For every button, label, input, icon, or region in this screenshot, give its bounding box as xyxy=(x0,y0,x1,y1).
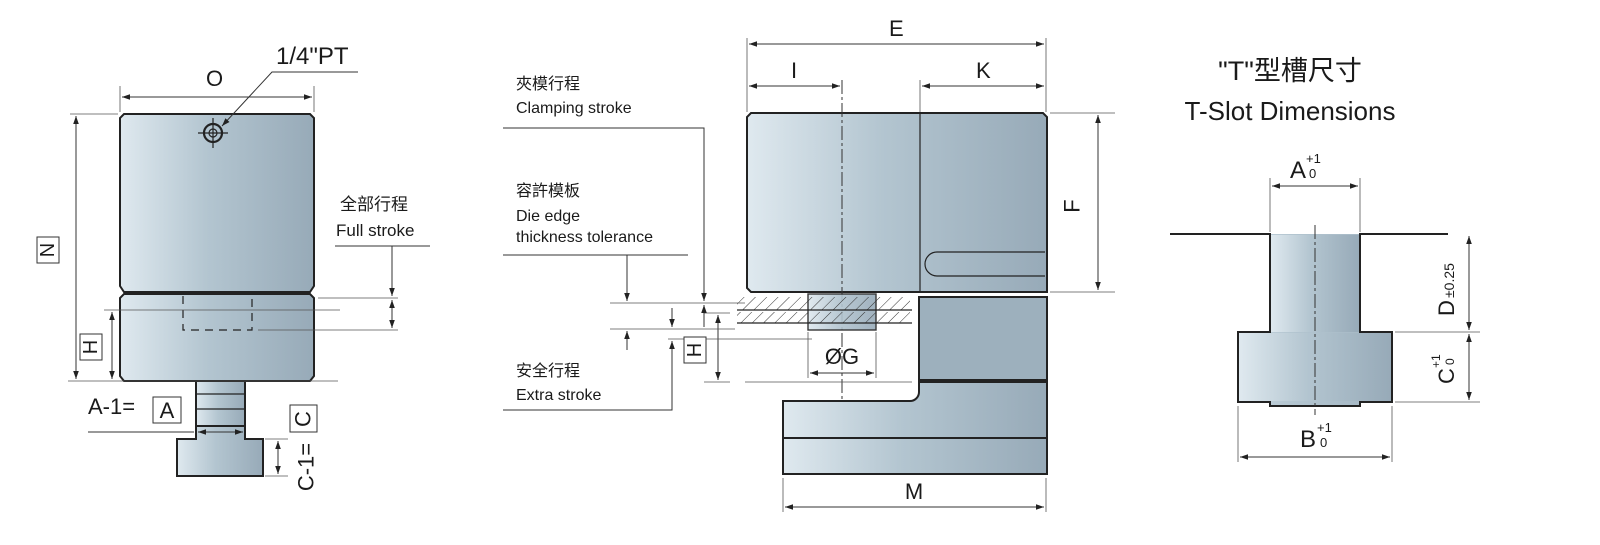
dim-e-label: E xyxy=(889,16,904,41)
extra-stroke-en: Extra stroke xyxy=(516,387,601,404)
dim-i-label: I xyxy=(791,58,797,83)
clamp-side-body xyxy=(746,112,1048,293)
dim-n-box: N xyxy=(36,236,60,264)
hidden-piston-outline xyxy=(182,296,253,331)
middle-side-view xyxy=(503,38,1115,512)
left-front-view xyxy=(68,71,430,477)
dim-f-label: F xyxy=(1060,199,1085,212)
t-bolt-head xyxy=(176,425,264,477)
dim-h-box-left: H xyxy=(79,333,103,361)
dim-a1-prefix: A-1= xyxy=(88,394,135,419)
clamp-mid-block xyxy=(918,296,1048,381)
tolerance-zh: 容許模板 xyxy=(516,182,580,200)
full-stroke-en: Full stroke xyxy=(336,221,414,240)
svg-text:C: C xyxy=(291,411,316,427)
clamp-body-lower xyxy=(119,293,315,382)
svg-text:±0.25: ±0.25 xyxy=(1441,263,1457,298)
t-slot-dim-b: B +1 0 xyxy=(1300,420,1332,453)
dim-m-label: M xyxy=(905,479,923,504)
dim-o-label: O xyxy=(206,66,223,91)
tolerance-en-2: thickness tolerance xyxy=(516,229,653,246)
svg-text:+1: +1 xyxy=(1317,420,1332,435)
dim-k-label: K xyxy=(976,58,991,83)
clamp-base xyxy=(782,381,1048,475)
svg-text:+1: +1 xyxy=(1306,151,1321,166)
tolerance-en-1: Die edge xyxy=(516,208,580,225)
svg-text:N: N xyxy=(37,243,59,257)
svg-text:H: H xyxy=(684,343,706,357)
svg-text:D: D xyxy=(1434,300,1459,316)
t-slot-title-zh: "T"型槽尺寸 xyxy=(1218,56,1362,86)
svg-text:+1: +1 xyxy=(1429,354,1443,368)
dim-c1-label: C-1= xyxy=(294,443,319,491)
clamping-stroke-en: Clamping stroke xyxy=(516,100,632,117)
svg-text:0: 0 xyxy=(1443,358,1457,365)
t-slot-dim-c: C +1 0 xyxy=(1429,354,1459,384)
clamp-body-upper xyxy=(119,113,315,293)
dim-c-box-left: C xyxy=(289,404,318,433)
dim-h-box-middle: H xyxy=(683,336,707,364)
dim-a-box-left: A xyxy=(152,396,182,424)
clamping-stroke-zh: 夾模行程 xyxy=(516,75,580,93)
svg-text:0: 0 xyxy=(1309,166,1316,181)
die-plate-lower xyxy=(737,312,910,323)
svg-text:0: 0 xyxy=(1320,435,1327,450)
port-label: 1/4"PT xyxy=(276,43,349,70)
guide-slot xyxy=(924,251,1045,277)
svg-text:H: H xyxy=(80,340,102,354)
die-plate-upper xyxy=(737,297,910,310)
svg-text:A: A xyxy=(1290,157,1306,184)
dim-g-label: ØG xyxy=(825,344,859,369)
t-slot-dim-d: D ±0.25 xyxy=(1434,263,1459,316)
svg-text:B: B xyxy=(1300,426,1316,453)
t-slot-dim-a: A +1 0 xyxy=(1290,151,1321,184)
svg-text:C: C xyxy=(1434,368,1459,384)
t-slot-view xyxy=(1170,178,1480,462)
extra-stroke-zh: 安全行程 xyxy=(516,362,580,380)
full-stroke-zh: 全部行程 xyxy=(340,195,408,214)
t-slot-title-en: T-Slot Dimensions xyxy=(1185,96,1396,126)
svg-text:A: A xyxy=(160,398,175,423)
port-symbol xyxy=(198,118,228,148)
